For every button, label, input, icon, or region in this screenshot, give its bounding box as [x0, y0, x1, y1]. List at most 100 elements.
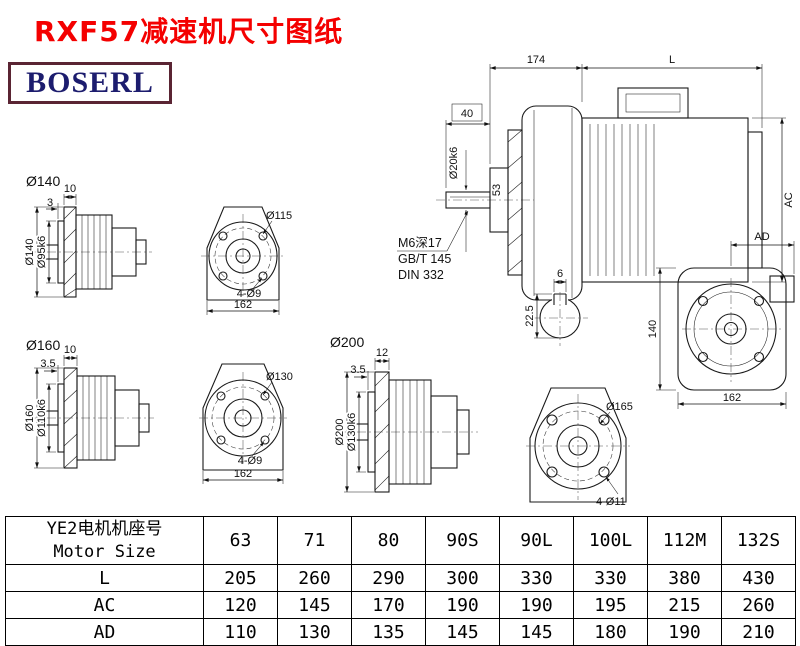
- dim-spigot-length: 3.5: [350, 364, 365, 376]
- bolt-hole: [218, 271, 228, 281]
- cell: 430: [721, 564, 796, 592]
- dim-bolt-circle: Ø165: [606, 401, 633, 413]
- size-col: 63: [203, 516, 278, 565]
- row-label: AD: [5, 618, 204, 646]
- dim-holes: 4-Ø11: [596, 496, 626, 508]
- cell: 330: [573, 564, 648, 592]
- dim-flange-diameter: Ø140: [24, 239, 36, 266]
- mounting-flange: [507, 129, 523, 276]
- table-row-AD: AD 110 130 135 145 145 180 190 210: [5, 618, 796, 646]
- dim-spigot-length: 3: [47, 197, 53, 209]
- dim-holes: 4-Ø9: [238, 455, 262, 467]
- size-col: 90S: [425, 516, 500, 565]
- cell: 135: [351, 618, 426, 646]
- dim-front-height: 140: [647, 320, 659, 338]
- cell: 290: [351, 564, 426, 592]
- group-label-200: Ø200: [330, 334, 364, 350]
- cell: 210: [721, 618, 796, 646]
- table-header-row: YE2电机机座号 Motor Size 63 71 80 90S 90L 100…: [5, 516, 796, 565]
- brand-logo-text: BOSERL: [26, 66, 154, 99]
- bolt-hole: [697, 295, 709, 307]
- gear-housing: [521, 105, 583, 301]
- cell: 145: [425, 618, 500, 646]
- bolt-hole: [753, 295, 765, 307]
- cell: 180: [573, 618, 648, 646]
- size-col: 132S: [721, 516, 796, 565]
- brand-logo: BOSERL: [8, 62, 172, 104]
- cell: 190: [499, 591, 574, 619]
- bolt-hole: [258, 231, 268, 241]
- fan-cover: [747, 131, 763, 269]
- size-col: 80: [351, 516, 426, 565]
- cell: 215: [647, 591, 722, 619]
- bolt-hole: [218, 231, 228, 241]
- dim-key-depth: 22.5: [524, 305, 536, 326]
- cell: 380: [647, 564, 722, 592]
- view-140-front: Ø115 4-Ø9 162: [201, 206, 292, 315]
- dim-spigot-diameter: Ø130k6: [346, 413, 358, 452]
- size-col: 100L: [573, 516, 648, 565]
- size-col: 90L: [499, 516, 574, 565]
- motor-body: [581, 117, 749, 283]
- table-row-AC: AC 120 145 170 190 190 195 215 260: [5, 591, 796, 619]
- bolt-hole: [598, 414, 610, 426]
- dim-motor-diameter-AC: AC: [783, 192, 795, 207]
- motor-size-table: YE2电机机座号 Motor Size 63 71 80 90S 90L 100…: [5, 516, 796, 646]
- view-160-front: Ø130 4-Ø9 162: [199, 363, 293, 484]
- note-din-standard: DIN 332: [398, 268, 444, 282]
- note-gbt-standard: GB/T 145: [398, 252, 451, 266]
- cell: 190: [647, 618, 722, 646]
- view-140-side: Ø140 10 3 Ø140 Ø95k6: [22, 173, 152, 298]
- bolt-hole: [258, 271, 268, 281]
- cell: 145: [277, 591, 352, 619]
- dim-flange-thickness: 12: [376, 347, 388, 359]
- bolt-hole: [260, 435, 270, 445]
- bolt-hole: [546, 414, 558, 426]
- row-label: AC: [5, 591, 204, 619]
- view-160-side: Ø160 10 3.5 Ø160 Ø110k6: [22, 337, 154, 469]
- dim-base-width: 162: [234, 299, 252, 311]
- dim-flange-thickness: 10: [64, 344, 76, 356]
- terminal-box-front: [769, 275, 795, 303]
- dim-gearbox-length: 174: [527, 54, 545, 66]
- cell: 130: [277, 618, 352, 646]
- dim-shaft-length: 40: [461, 108, 473, 120]
- bolt-hole: [216, 435, 226, 445]
- view-main-front: AD 140 162: [645, 231, 795, 409]
- view-200-side: Ø200 12 3.5 Ø200 Ø130k6: [330, 334, 478, 493]
- cell: 110: [203, 618, 278, 646]
- group-label-140: Ø140: [26, 173, 60, 189]
- header-cn: YE2电机机座号: [46, 519, 163, 540]
- cell: 170: [351, 591, 426, 619]
- view-main-assembly: 174 L 40 Ø20k6 53 AC M6深17 GB/T 145 DIN …: [397, 54, 797, 409]
- dim-flange-diameter: Ø160: [24, 405, 36, 432]
- bolt-hole: [753, 351, 765, 363]
- cell: 145: [499, 618, 574, 646]
- row-label: L: [5, 564, 204, 592]
- cell: 260: [277, 564, 352, 592]
- dim-flange-diameter: Ø200: [334, 419, 346, 446]
- table-header-motor-size: YE2电机机座号 Motor Size: [5, 516, 204, 565]
- bolt-hole: [697, 351, 709, 363]
- shaft-key-section: 6 22.5: [522, 268, 588, 346]
- terminal-box: [617, 87, 689, 119]
- size-col: 71: [277, 516, 352, 565]
- cell: 330: [499, 564, 574, 592]
- table-row-L: L 205 260 290 300 330 330 380 430: [5, 564, 796, 592]
- dim-holes: 4-Ø9: [237, 288, 261, 300]
- dim-flange-thickness: 10: [64, 183, 76, 195]
- dim-spigot-diameter: Ø95k6: [36, 236, 48, 268]
- dim-spigot-diameter: Ø110k6: [36, 399, 48, 437]
- cell: 195: [573, 591, 648, 619]
- dim-base-width: 162: [234, 468, 252, 480]
- view-200-front: Ø165 4-Ø11: [526, 387, 633, 508]
- note-tapped-hole: M6深17: [398, 236, 442, 250]
- cell: 190: [425, 591, 500, 619]
- cell: 300: [425, 564, 500, 592]
- cell: 260: [721, 591, 796, 619]
- bolt-hole: [546, 466, 558, 478]
- bolt-hole: [216, 391, 226, 401]
- size-col: 112M: [647, 516, 722, 565]
- dim-front-width: 162: [723, 392, 741, 404]
